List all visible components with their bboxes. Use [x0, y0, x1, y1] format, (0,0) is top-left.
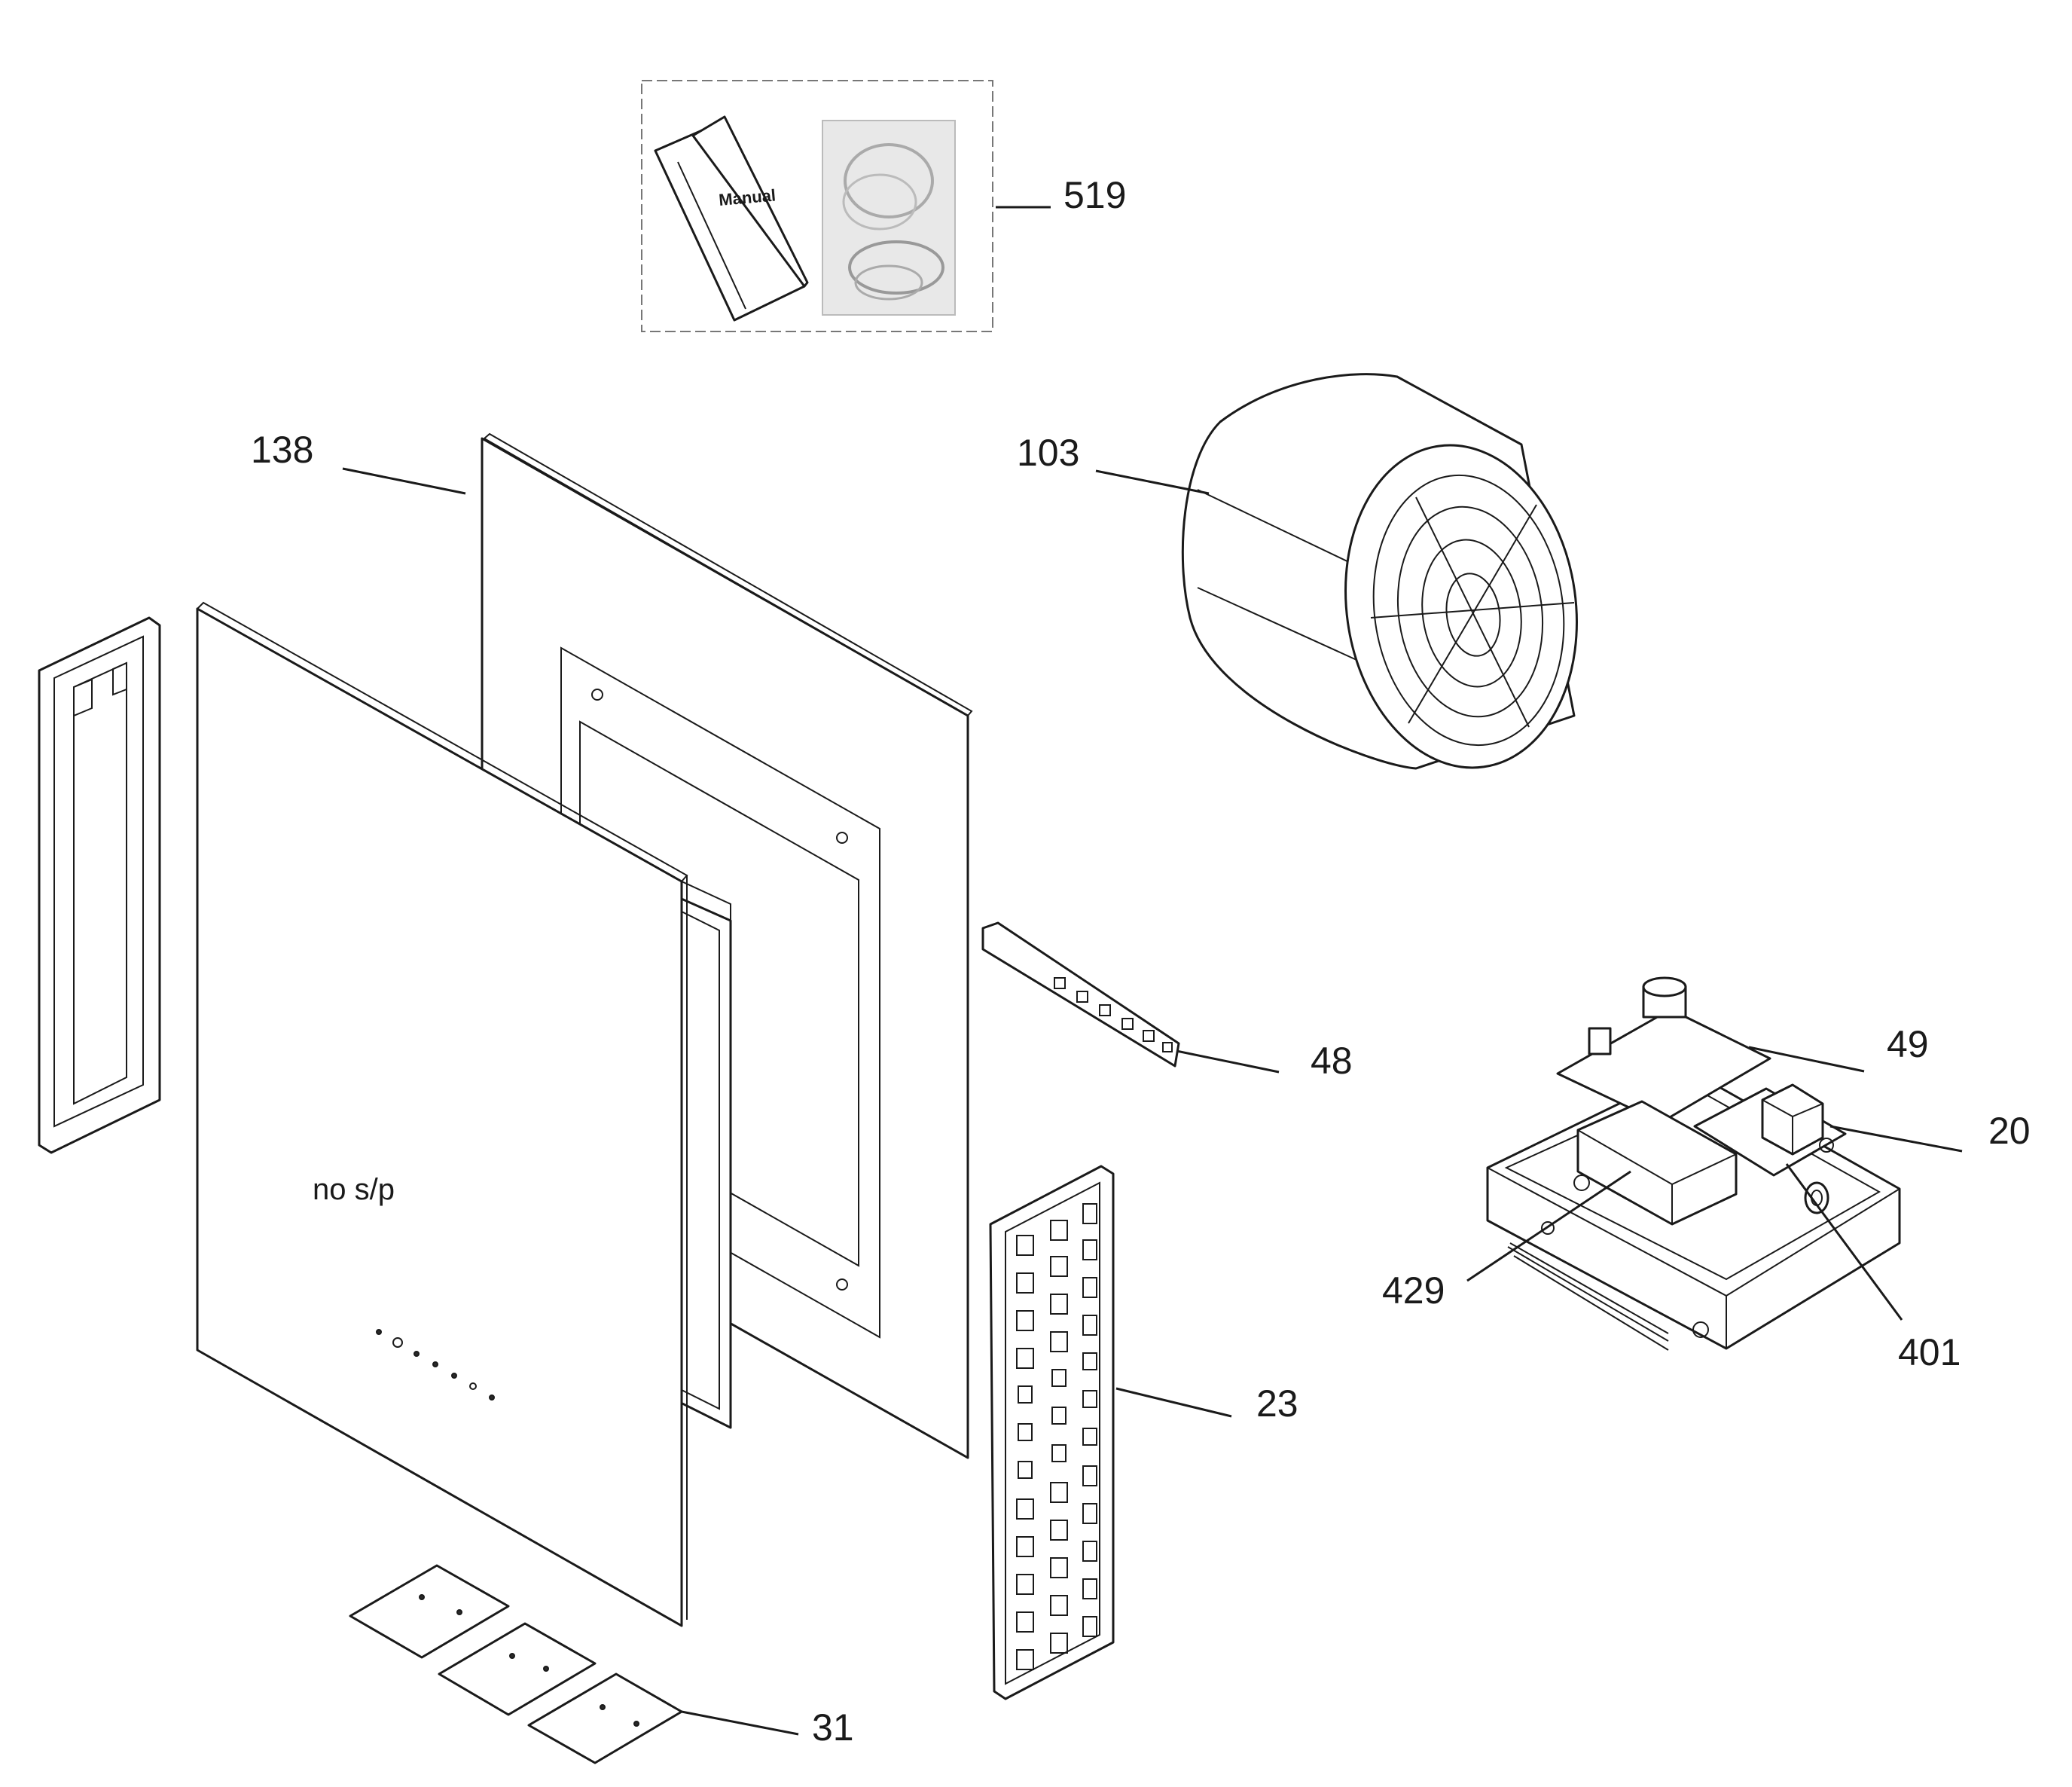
- callout-31: 31: [812, 1706, 854, 1749]
- callout-519: 519: [1063, 174, 1126, 216]
- callout-138: 138: [251, 429, 313, 471]
- part-429-module: [1573, 1100, 1738, 1226]
- callout-49: 49: [1887, 1023, 1929, 1065]
- left-side-strip: [38, 616, 161, 1154]
- callout-103: 103: [1017, 432, 1079, 474]
- part-20-component: [1761, 1083, 1834, 1156]
- part-48-control-strip: [981, 921, 1180, 1068]
- filter-grid: [1016, 1203, 1097, 1670]
- no-spare-part-note: no s/p: [313, 1173, 395, 1206]
- front-glass-panel: [196, 601, 688, 1627]
- callout-48: 48: [1311, 1040, 1353, 1082]
- part-103-fan-motor: [1181, 373, 1578, 770]
- part-31-plates: [349, 1564, 683, 1764]
- part-519-manual-kit: Manual: [641, 80, 993, 332]
- part-49-pcb: [1556, 976, 1771, 1124]
- callout-20: 20: [1988, 1110, 2031, 1152]
- callout-401: 401: [1898, 1331, 1961, 1373]
- callout-23: 23: [1256, 1382, 1298, 1425]
- part-23-grease-filter: [989, 1165, 1115, 1700]
- electronics-assembly: [1486, 976, 1901, 1351]
- callout-429: 429: [1382, 1269, 1445, 1312]
